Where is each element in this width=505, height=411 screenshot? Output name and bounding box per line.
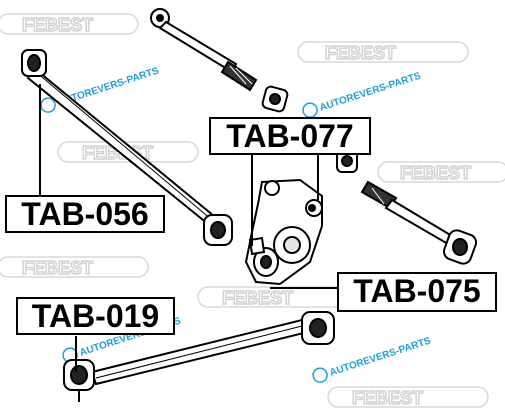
- lateral-arm-056: [21, 49, 233, 246]
- right-rod: [336, 149, 478, 265]
- knuckle-075: [244, 178, 323, 286]
- febest-watermark: FEBEST: [0, 13, 139, 36]
- site-watermark: AUTOREVERS-PARTS: [302, 70, 423, 118]
- febest-watermark: FEBEST: [327, 386, 489, 409]
- febest-watermark: FEBEST: [197, 286, 349, 309]
- svg-text:AUTOREVERS-PARTS: AUTOREVERS-PARTS: [318, 70, 422, 113]
- svg-text:FEBEST: FEBEST: [352, 388, 423, 408]
- svg-text:FEBEST: FEBEST: [22, 15, 93, 35]
- svg-text:FEBEST: FEBEST: [22, 258, 93, 278]
- svg-text:FEBEST: FEBEST: [325, 43, 396, 63]
- part-number-label-tab-075: TAB-075: [337, 272, 497, 312]
- leader-lines: [39, 84, 337, 372]
- febest-watermark: FEBEST: [377, 161, 505, 184]
- part-number-label-tab-077: TAB-077: [209, 117, 371, 155]
- svg-text:AUTOREVERS-PARTS: AUTOREVERS-PARTS: [328, 335, 432, 378]
- svg-text:FEBEST: FEBEST: [400, 163, 471, 183]
- upper-rod-077: [150, 8, 289, 113]
- svg-text:FEBEST: FEBEST: [222, 288, 293, 308]
- part-number-label-tab-056: TAB-056: [5, 195, 165, 233]
- lower-arm-019: [63, 311, 335, 402]
- febest-watermark: FEBEST: [297, 41, 469, 64]
- febest-watermark: FEBEST: [0, 256, 149, 279]
- part-number-label-tab-019: TAB-019: [16, 297, 175, 335]
